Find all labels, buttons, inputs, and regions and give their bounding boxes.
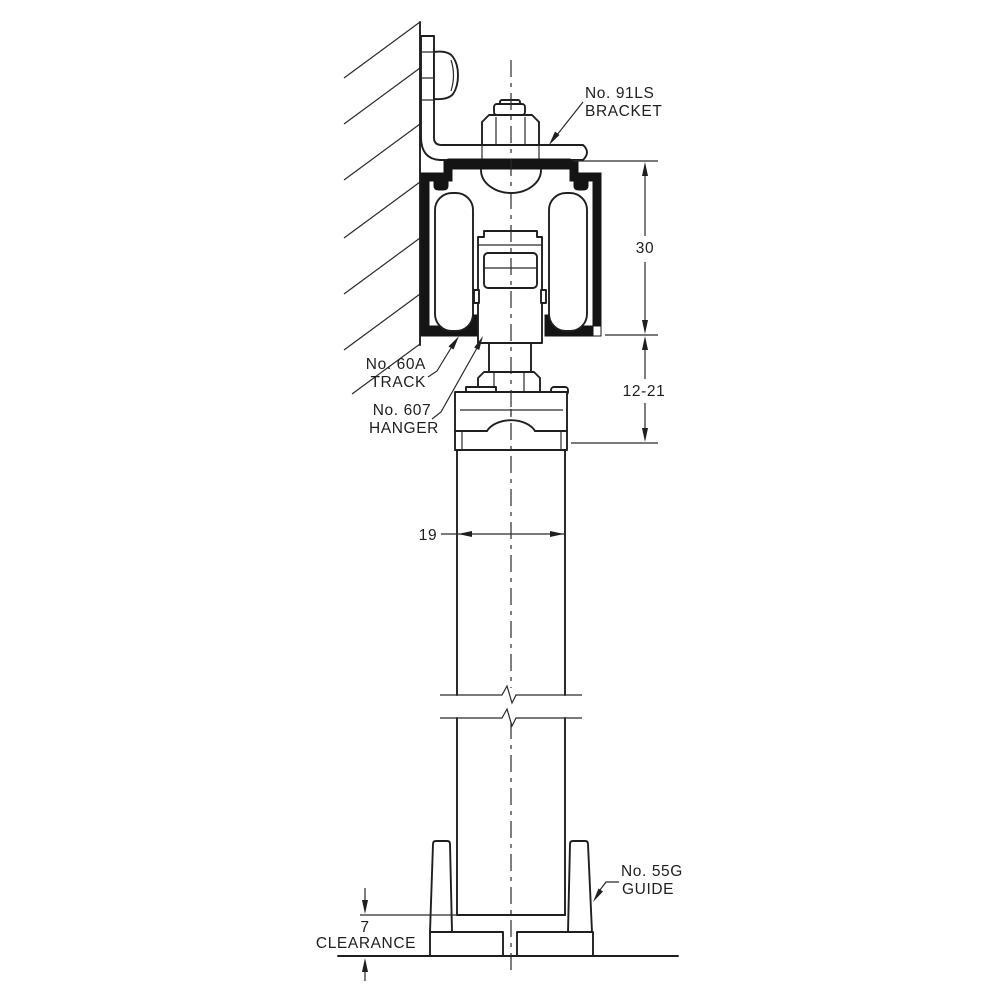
trolley-wheels (434, 192, 588, 332)
guide-left-post (429, 840, 453, 933)
guide-label-line1: No. 55G (621, 863, 683, 880)
hanger-bolt (477, 342, 541, 393)
label-bracket: No. 91LS BRACKET (549, 85, 662, 145)
guide-label-line2: GUIDE (622, 881, 674, 898)
hanger-label-line1: No. 607 (373, 402, 432, 419)
guide-leader (599, 881, 619, 891)
mounting-bracket (420, 35, 588, 161)
screw-head (421, 50, 459, 101)
bracket-label-line1: No. 91LS (585, 85, 654, 102)
dimension-door-thickness: 19 (419, 527, 564, 544)
hanger-leader (431, 347, 478, 420)
guide-right-post (567, 840, 593, 933)
label-hanger: No. 607 HANGER (369, 336, 483, 437)
plate-dome (486, 419, 536, 432)
dimension-hanger-adjustment: 12-21 (571, 336, 666, 444)
door-panel (440, 449, 582, 916)
dim-clearance-label: CLEARANCE (316, 935, 416, 952)
dimension-track-height: 30 (573, 160, 658, 336)
track-label-line2: TRACK (370, 374, 426, 391)
dim-7-value: 7 (360, 919, 369, 936)
dim-30-value: 30 (636, 240, 654, 257)
door-top-plate (454, 386, 569, 451)
dimension-clearance: 7 CLEARANCE (316, 888, 457, 981)
dim-19-value: 19 (419, 527, 437, 544)
hanger-label-line2: HANGER (369, 420, 439, 437)
right-wheel (548, 192, 588, 332)
hanger-body (473, 230, 547, 393)
track-label-line1: No. 60A (366, 356, 426, 373)
floor-guide (337, 840, 679, 957)
label-track: No. 60A TRACK (366, 336, 459, 391)
dim-12-21-value: 12-21 (623, 383, 666, 400)
track-leader (427, 347, 452, 378)
left-wheel (434, 192, 474, 332)
bracket-leader (552, 101, 584, 141)
label-guide: No. 55G GUIDE (593, 863, 683, 902)
break-symbol (440, 684, 582, 728)
wall-hatching (343, 21, 421, 395)
bracket-label-line2: BRACKET (585, 103, 662, 120)
